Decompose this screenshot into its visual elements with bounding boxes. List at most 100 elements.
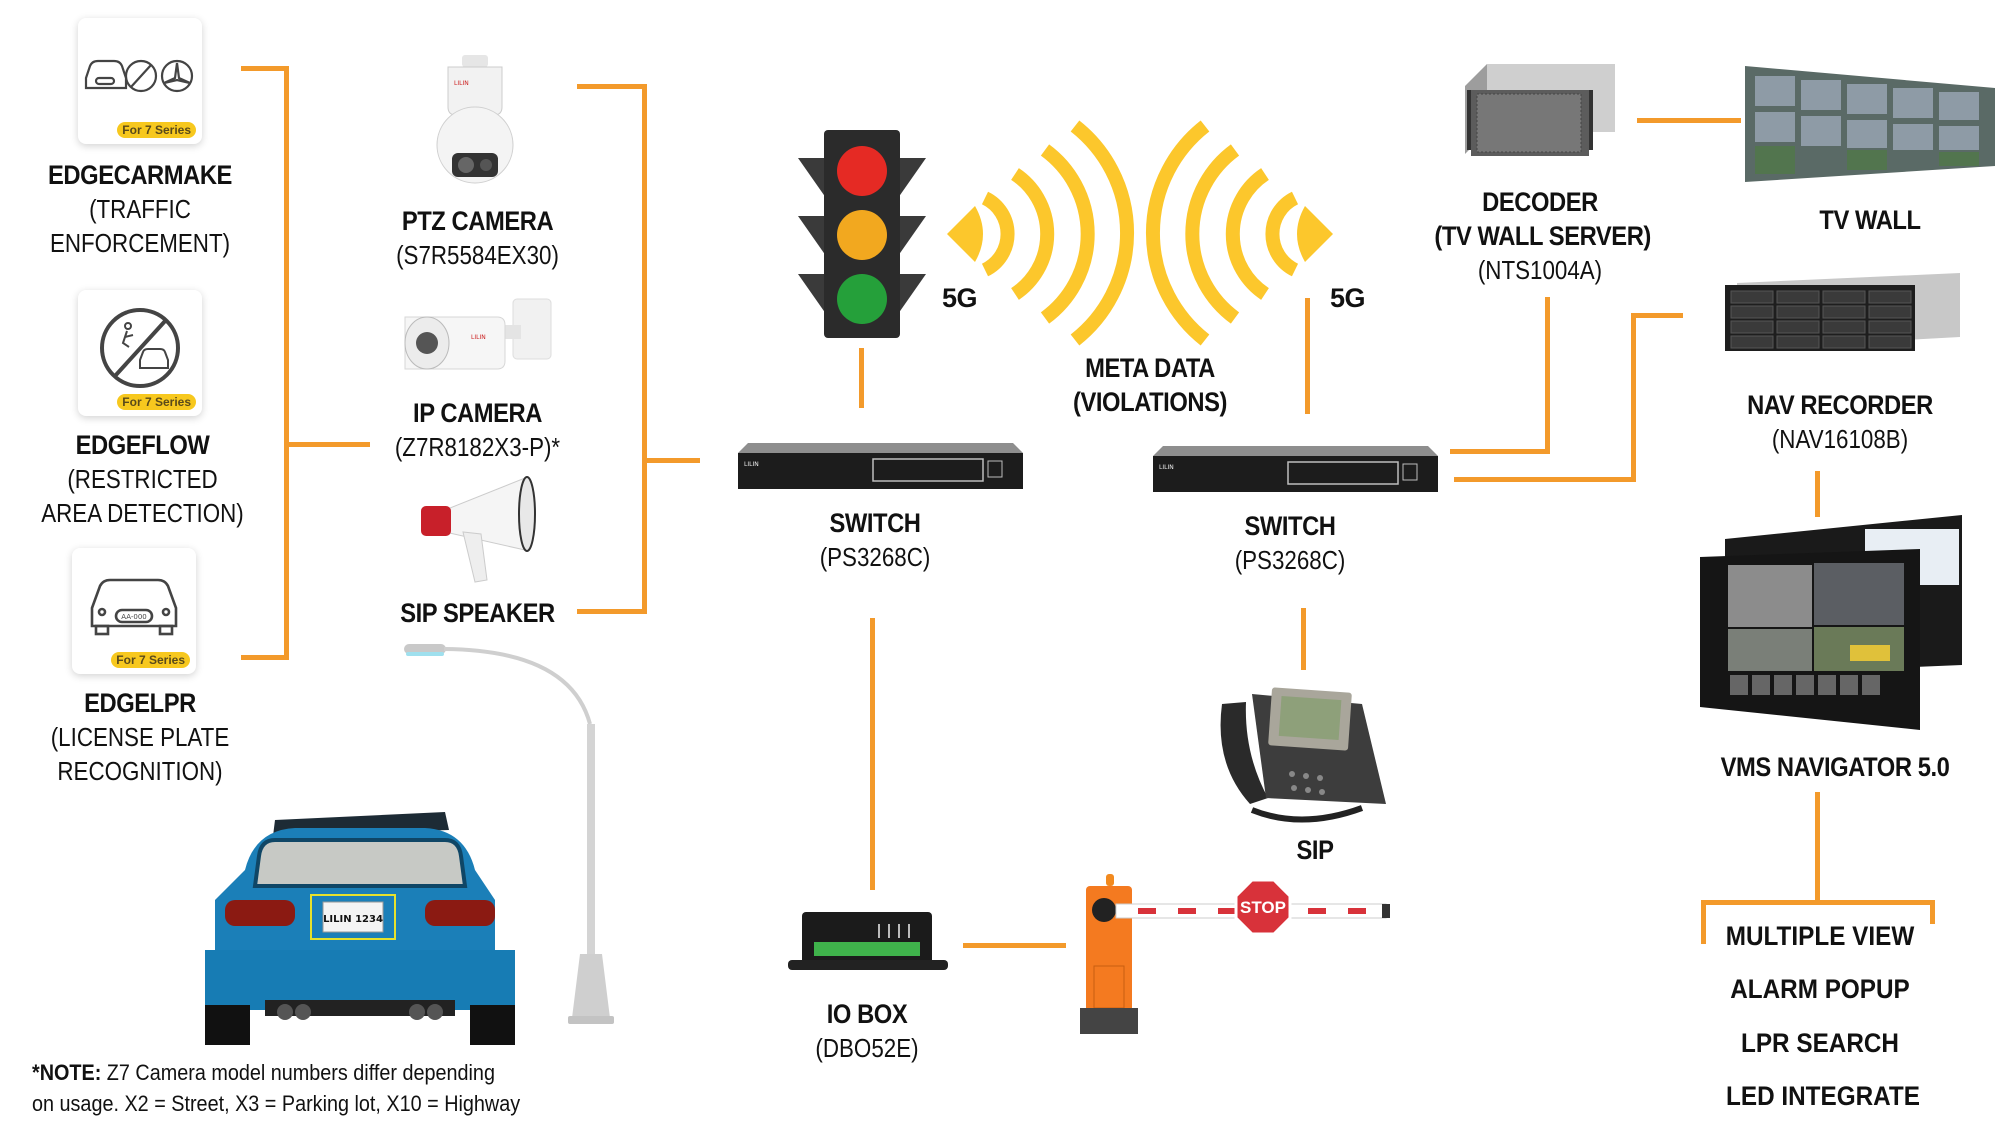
ip-camera-label: IP CAMERA (Z7R8182X3-P)* — [365, 396, 590, 464]
wireless-5g-label-right: 5G — [1330, 283, 1366, 313]
connector-line — [577, 84, 647, 89]
vms-label: VMS NAVIGATOR 5.0 — [1690, 750, 1980, 784]
series-badge: For 7 Series — [111, 652, 190, 668]
connector-line — [1815, 792, 1820, 902]
device-name: VMS NAVIGATOR 5.0 — [1720, 752, 1950, 782]
sip-phone-icon — [1220, 687, 1386, 823]
connector-line — [577, 609, 647, 614]
connector-line — [1631, 313, 1683, 318]
device-name-secondary: (TV WALL SERVER) — [1434, 221, 1651, 251]
analytic-desc: (LICENSE PLATE — [50, 722, 230, 752]
license-plate-car-icon: AA-000 — [90, 578, 178, 636]
nav-recorder-icon — [1725, 273, 1960, 351]
edgelpr-label: EDGELPR (LICENSE PLATE RECOGNITION) — [20, 686, 260, 788]
vms-feature-item: MULTIPLE VIEW — [1725, 921, 1915, 951]
meta-data-label: META DATA (VIOLATIONS) — [1040, 351, 1260, 419]
connector-line — [1701, 900, 1706, 944]
series-badge: For 7 Series — [117, 122, 196, 138]
tv-wall-icon — [1745, 66, 1995, 182]
device-model: (PS3268C) — [1234, 545, 1346, 575]
vms-screenshot-icon — [1700, 515, 1962, 730]
svg-text:LILIN: LILIN — [454, 80, 469, 87]
analytic-name: EDGECARMAKE — [48, 160, 232, 190]
license-plate-text: LILIN 1234 — [323, 914, 383, 925]
restricted-area-icon — [100, 308, 180, 388]
device-model: (S7R5584EX30) — [396, 240, 559, 270]
model-note: *NOTE: Z7 Camera model numbers differ de… — [32, 1057, 520, 1119]
series-badge: For 7 Series — [117, 394, 196, 410]
connector-line — [642, 84, 647, 614]
connector-line — [1301, 608, 1306, 670]
svg-text:LILIN: LILIN — [744, 461, 759, 468]
analytic-desc: (TRAFFIC — [89, 194, 191, 224]
ptz-camera-label: PTZ CAMERA (S7R5584EX30) — [370, 204, 585, 272]
device-name: DECODER — [1482, 187, 1598, 217]
decoder-label: DECODER (TV WALL SERVER) (NTS1004A) — [1420, 185, 1660, 287]
sip-phone-label: SIP — [1250, 833, 1380, 867]
connector-line — [241, 655, 289, 660]
edgecarmake-label: EDGECARMAKE (TRAFFIC ENFORCEMENT) — [20, 158, 260, 260]
device-name: NAV RECORDER — [1747, 390, 1933, 420]
connector-line — [1545, 297, 1550, 454]
vms-feature-item: LPR SEARCH — [1741, 1028, 1899, 1058]
svg-text:LILIN: LILIN — [471, 334, 486, 341]
vms-feature-item: LED INTEGRATE — [1726, 1081, 1920, 1111]
meta-data-subtitle: (VIOLATIONS) — [1073, 387, 1227, 417]
device-name: IP CAMERA — [413, 398, 542, 428]
connector-line — [870, 618, 875, 890]
analytic-desc: ENFORCEMENT) — [49, 228, 231, 258]
connector-line — [963, 943, 1066, 948]
io-box-label: IO BOX (DBO52E) — [757, 997, 977, 1065]
edgeflow-card: For 7 Series — [78, 290, 202, 416]
tv-wall-label: TV WALL — [1790, 203, 1950, 237]
connector-line — [1450, 449, 1550, 454]
traffic-light-icon — [798, 130, 926, 338]
svg-text:AA-000: AA-000 — [121, 613, 147, 621]
sip-speaker-icon — [421, 476, 536, 583]
sip-speaker-label: SIP SPEAKER — [370, 596, 585, 630]
edgecarmake-card: For 7 Series — [78, 18, 202, 144]
nav-recorder-label: NAV RECORDER (NAV16108B) — [1720, 388, 1960, 456]
device-model: (DBO52E) — [815, 1033, 919, 1063]
analytic-desc: RECOGNITION) — [57, 756, 223, 786]
connector-line — [284, 442, 370, 447]
ip-camera-icon: LILIN — [404, 298, 552, 370]
ptz-camera-icon: LILIN — [436, 55, 514, 184]
car-photo: LILIN 1234 — [205, 812, 515, 1045]
parking-barrier-icon: STOP — [1080, 874, 1390, 1034]
connector-line — [859, 348, 864, 408]
svg-text:LILIN: LILIN — [1159, 464, 1174, 471]
device-name: TV WALL — [1819, 205, 1921, 235]
device-model: (PS3268C) — [819, 542, 931, 572]
note-line1: Z7 Camera model numbers differ depending — [101, 1060, 495, 1085]
device-name: SIP SPEAKER — [400, 598, 555, 628]
wireless-signal-right-icon — [1145, 120, 1333, 346]
note-bold: *NOTE: — [32, 1060, 102, 1085]
connector-line — [1631, 313, 1636, 482]
switch-right-label: SWITCH (PS3268C) — [1180, 509, 1400, 577]
analytic-name: EDGEFLOW — [75, 430, 210, 460]
connector-line — [1701, 900, 1935, 905]
device-model: (NAV16108B) — [1771, 424, 1909, 454]
connector-line — [1815, 471, 1820, 517]
note-line2: on usage. X2 = Street, X3 = Parking lot,… — [32, 1091, 521, 1116]
device-model: (NTS1004A) — [1477, 255, 1603, 285]
vms-feature-item: ALARM POPUP — [1730, 974, 1910, 1004]
device-name: IO BOX — [826, 999, 908, 1029]
car-make-icon — [84, 59, 194, 93]
device-name: PTZ CAMERA — [401, 206, 554, 236]
analytic-name: EDGELPR — [84, 688, 196, 718]
connector-line — [1305, 298, 1310, 414]
street-lamp-icon — [404, 644, 614, 1024]
switch-left-label: SWITCH (PS3268C) — [765, 506, 985, 574]
analytic-desc: AREA DETECTION) — [41, 498, 244, 528]
connector-line — [284, 66, 289, 660]
device-name: SWITCH — [1244, 511, 1336, 541]
network-switch-right-icon: LILIN — [1153, 446, 1438, 492]
connector-line — [241, 66, 289, 71]
edgeflow-label: EDGEFLOW (RESTRICTED AREA DETECTION) — [20, 428, 265, 530]
meta-data-title: META DATA — [1085, 353, 1215, 383]
connector-line — [1637, 118, 1741, 123]
wireless-5g-label-left: 5G — [942, 283, 978, 313]
connector-line — [642, 458, 700, 463]
